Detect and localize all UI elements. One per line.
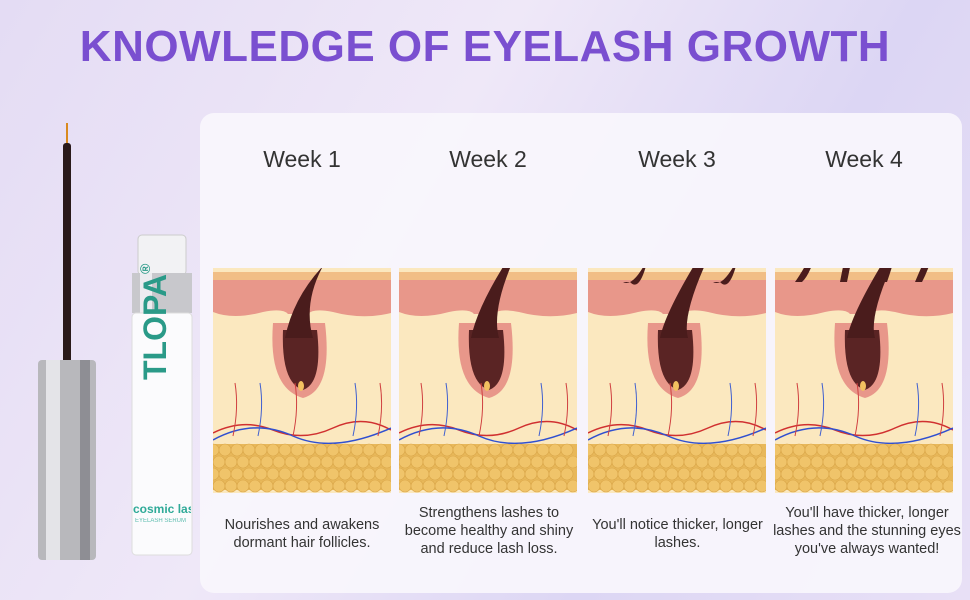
week-1-caption: Nourishes and awakens dormant hair folli…: [224, 517, 380, 551]
product-line: cosmic lash: [133, 502, 191, 516]
week-4-label: Week 4: [825, 146, 903, 172]
week-4-skin-diagram: [775, 268, 953, 493]
week-2-label: Week 2: [449, 146, 527, 172]
brand-logo: TLOPA®: [137, 263, 173, 380]
product-type: EYELASH SERUM: [135, 518, 187, 524]
week-1-skin-diagram: [213, 268, 391, 493]
week-3-skin-diagram: [588, 268, 766, 493]
serum-bottle-image: [38, 123, 193, 560]
week-3-label: Week 3: [638, 146, 716, 172]
week-4-caption: You'll have thicker, longer lashes and t…: [773, 505, 961, 557]
week-1-label: Week 1: [263, 146, 341, 172]
week-3-caption: You'll notice thicker, longer lashes.: [592, 517, 763, 551]
week-2-skin-diagram: [399, 268, 577, 493]
week-2-caption: Strengthens lashes to become healthy and…: [404, 505, 574, 557]
page-title: KNOWLEDGE OF EYELASH GROWTH: [79, 22, 891, 71]
